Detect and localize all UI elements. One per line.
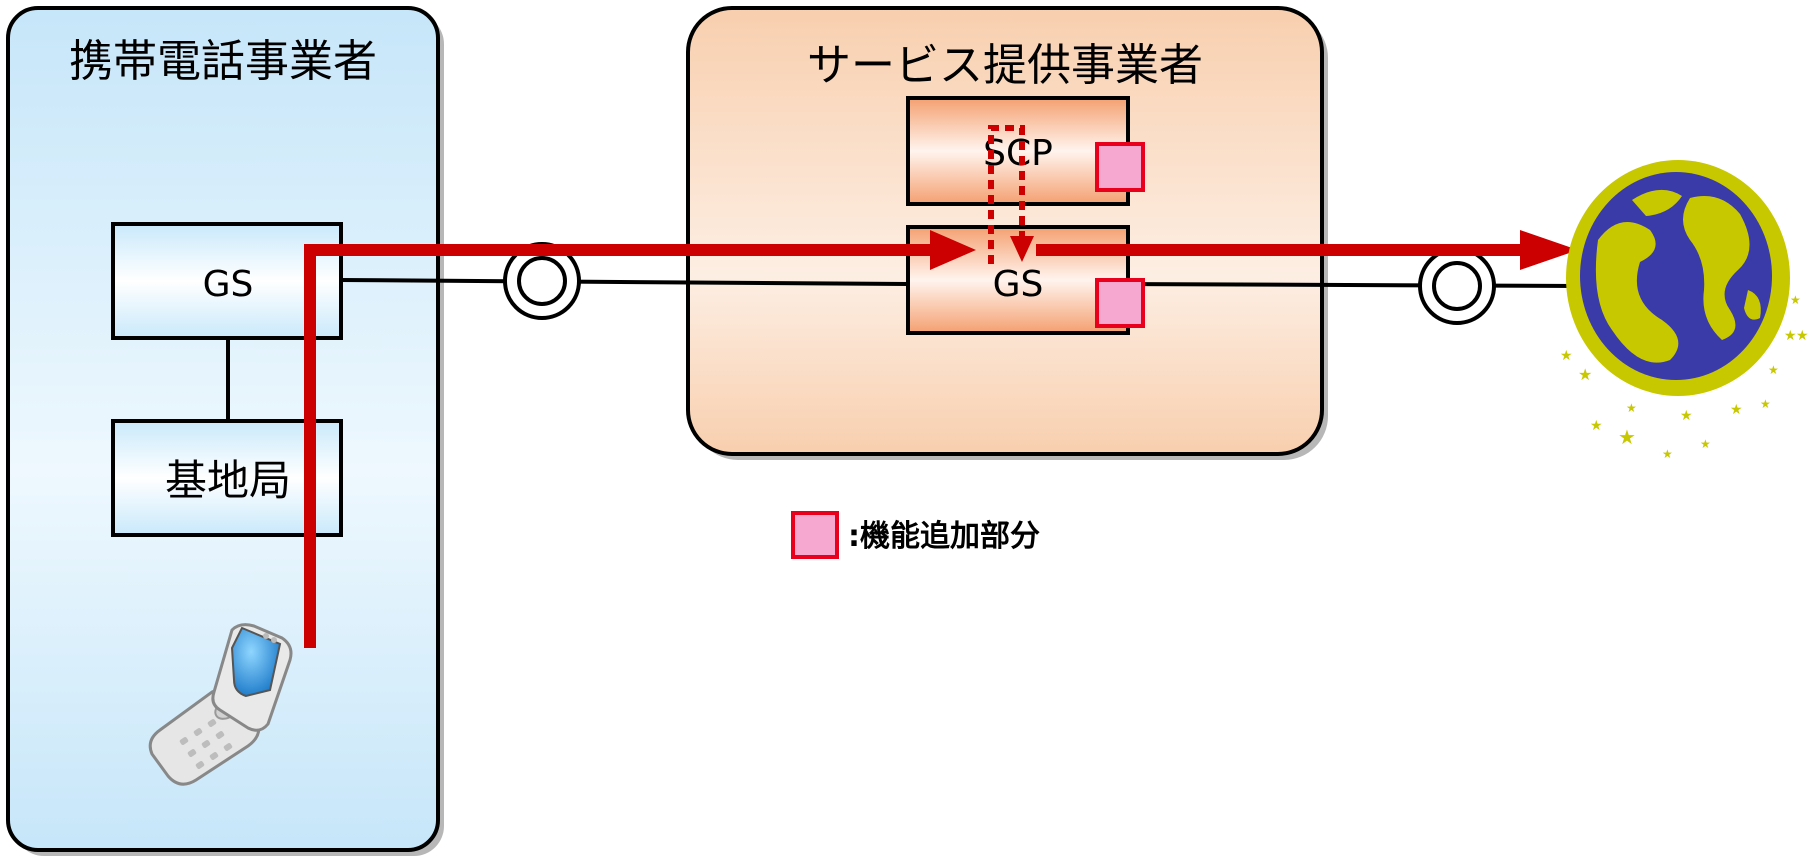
- scp-added-function-marker: [1095, 142, 1145, 192]
- svg-text:★: ★: [1700, 437, 1711, 451]
- svg-text:★: ★: [1784, 328, 1797, 344]
- svg-text:★: ★: [1730, 402, 1743, 418]
- svg-text:★: ★: [1760, 397, 1771, 411]
- svg-text:★: ★: [1662, 447, 1673, 461]
- svg-text:★: ★: [1796, 328, 1809, 344]
- svg-text:★: ★: [1680, 408, 1693, 424]
- connector-left: [503, 242, 581, 320]
- svg-text:★: ★: [1578, 365, 1592, 384]
- scp-label: SCP: [983, 133, 1053, 174]
- carrier-gs-label: GS: [203, 264, 254, 305]
- gs-added-function-marker: [1095, 278, 1145, 328]
- scp-query-loop: [988, 125, 1025, 264]
- carrier-title: 携帯電話事業者: [69, 36, 377, 87]
- svg-text:★: ★: [1560, 348, 1573, 364]
- legend-label: :機能追加部分: [848, 519, 1040, 554]
- provider-gs-label: GS: [993, 264, 1044, 305]
- connection-lines: [226, 278, 1581, 420]
- legend: :機能追加部分: [791, 511, 1040, 559]
- globe-icon: ★ ★ ★ ★ ★ ★ ★ ★ ★ ★ ★ ★ ★ ★: [1560, 160, 1809, 461]
- svg-text:★: ★: [1768, 363, 1779, 377]
- base-station-box: 基地局: [111, 419, 343, 537]
- carrier-gs-box: GS: [111, 222, 343, 340]
- legend-swatch: [791, 511, 839, 559]
- svg-text:★: ★: [1626, 401, 1637, 415]
- call-flow-arrow: [304, 230, 1578, 648]
- scp-box: SCP: [906, 96, 1130, 206]
- provider-region: サービス提供事業者: [686, 6, 1328, 460]
- scp-loop-arrowhead: [1010, 236, 1034, 262]
- connector-right: [1418, 247, 1496, 325]
- svg-text:★: ★: [1590, 418, 1603, 434]
- stars-decoration: ★ ★ ★ ★ ★ ★ ★ ★ ★ ★ ★ ★ ★ ★: [1560, 293, 1809, 461]
- svg-text:★: ★: [1790, 293, 1801, 307]
- mobile-phone-icon: [148, 623, 293, 786]
- svg-text:★: ★: [1618, 425, 1636, 449]
- provider-title: サービス提供事業者: [807, 40, 1203, 91]
- base-station-label: 基地局: [165, 456, 291, 505]
